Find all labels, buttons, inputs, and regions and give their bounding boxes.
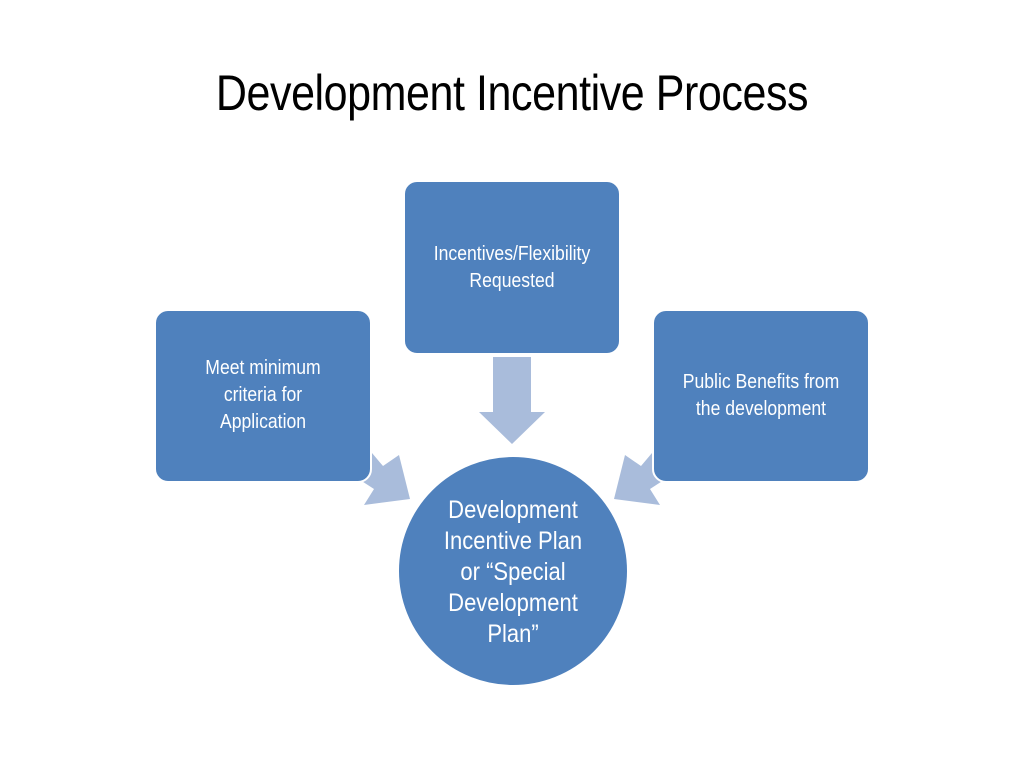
node-label: Meet minimum criteria for Application [205,357,321,433]
node-label: Incentives/Flexibility Requested [433,243,591,292]
slide-title: Development Incentive Process [215,65,809,121]
node-label: Public Benefits from the development [682,371,840,420]
node-public-benefits: Public Benefits from the development [652,309,870,483]
node-label: Development Incentive Plan or “Special D… [443,496,583,648]
node-incentives-requested: Incentives/Flexibility Requested [403,180,621,355]
node-minimum-criteria: Meet minimum criteria for Application [154,309,372,483]
node-development-incentive-plan: Development Incentive Plan or “Special D… [397,455,629,687]
arrow-down-icon [479,357,545,444]
